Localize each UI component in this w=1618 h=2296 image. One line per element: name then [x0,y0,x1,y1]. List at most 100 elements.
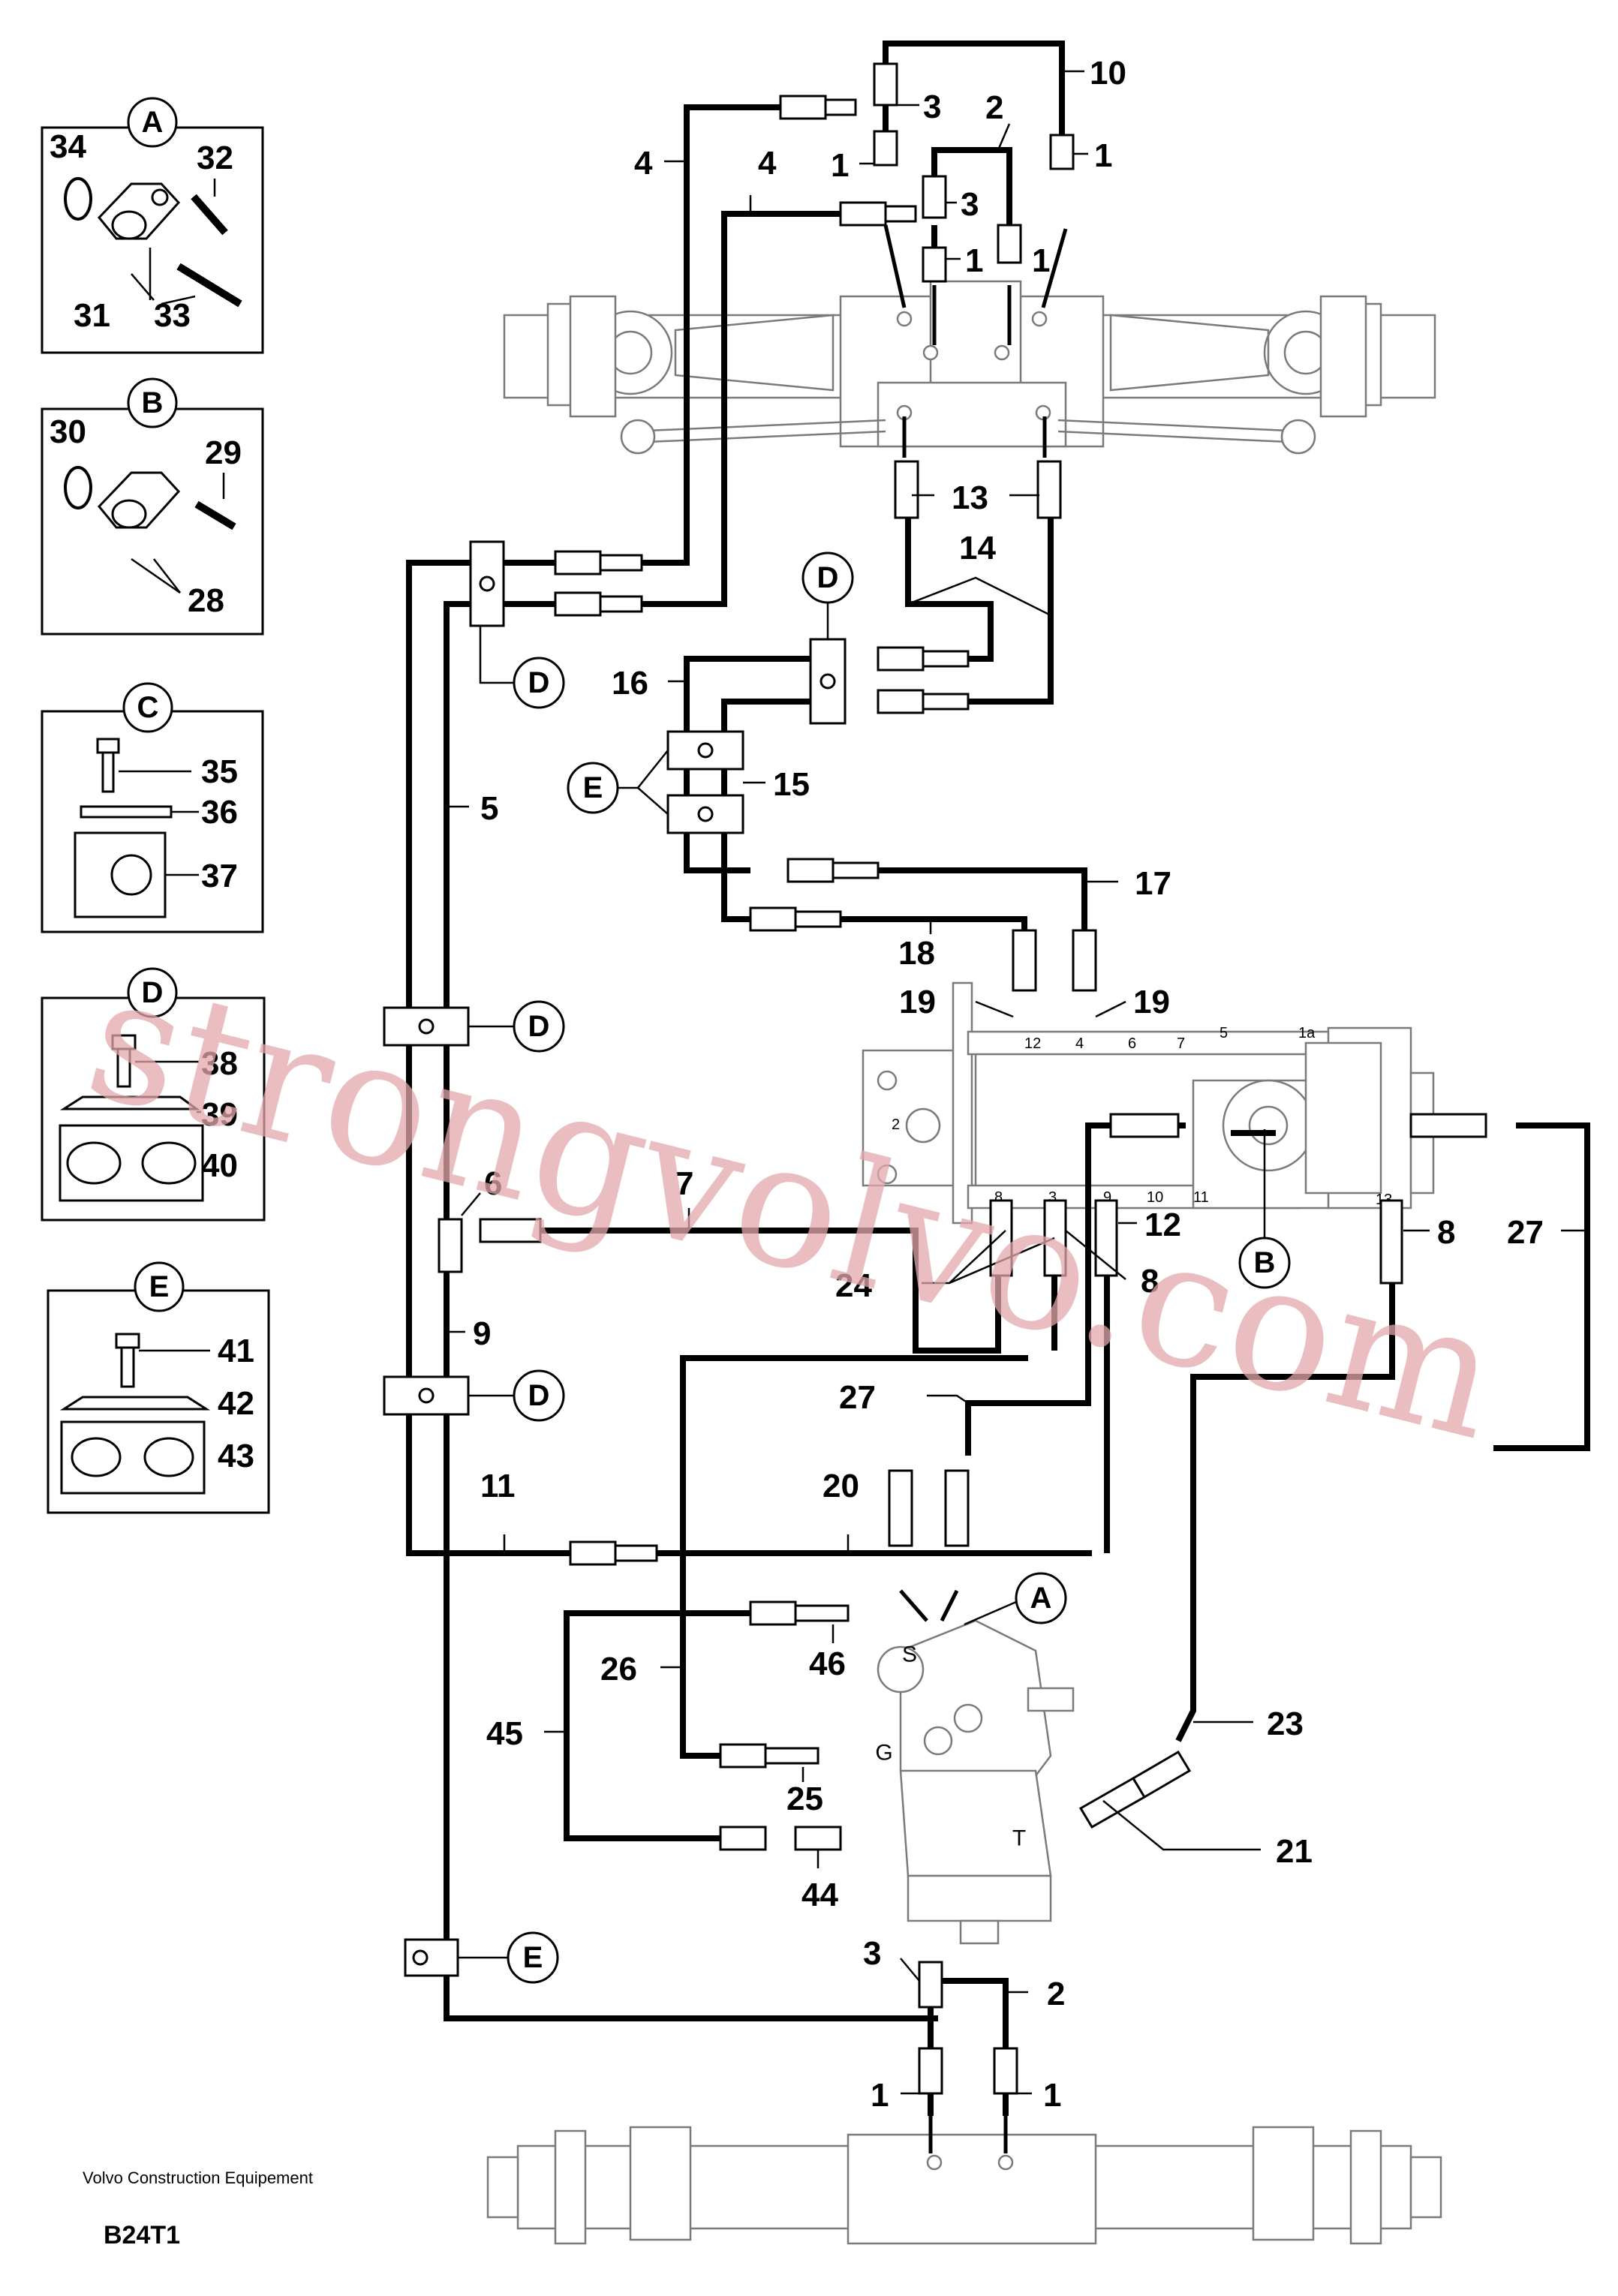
hose-end-icon [888,1469,913,1547]
manufacturer-label: Volvo Construction Equipement [83,2168,313,2187]
part-label: 33 [154,297,191,334]
svg-text:12: 12 [1024,1035,1041,1052]
bolt-icon [176,263,242,308]
hose-coupling-icon [719,1743,767,1769]
part-label: 16 [612,665,648,702]
detail-box-d: D 38 39 40 [41,967,266,1222]
svg-text:9: 9 [1103,1189,1111,1206]
detail-letter-circle [127,97,178,148]
part-label: 18 [898,935,935,972]
part-label: 27 [839,1379,876,1416]
check-valve-icon [794,1826,842,1851]
hose-end-icon [1072,929,1097,992]
part-label: 31 [74,297,110,334]
tee-fitting-icon [438,1218,463,1273]
hose-coupling-icon [1409,1113,1487,1138]
part-label: 4 [758,145,777,182]
drawing-code: B24T1 [104,2221,180,2249]
part-label: 4 [634,145,653,182]
svg-text:G: G [875,1741,892,1766]
part-label: 42 [218,1385,254,1422]
part-label: 38 [201,1045,238,1082]
part-label: 30 [50,413,86,450]
hose-end-icon [1094,1199,1118,1277]
part-label: 1 [965,242,983,279]
callouts: A B D D D D E E [458,551,1291,1984]
part-label: 2 [985,89,1003,126]
part-label: 40 [201,1147,238,1184]
cover-plate-icon [59,1095,200,1110]
part-label: 3 [923,89,941,125]
hose-coupling-icon [1109,1113,1180,1138]
part-label: 27 [1507,1214,1544,1251]
part-label: 37 [201,858,238,894]
hose-coupling-icon [479,1218,542,1243]
hose-end-icon [1036,460,1062,519]
svg-text:5: 5 [1220,1025,1228,1041]
hose-coupling-icon [749,1600,797,1626]
hose-coupling-icon [569,1540,617,1566]
adapter-icon [873,130,898,167]
detail-letter-circle [127,377,178,428]
hose-coupling-icon [877,646,925,672]
o-ring-icon [64,466,92,509]
part-label: 3 [961,186,979,223]
hydraulic-motor: S G T [875,1619,1075,1945]
svg-text:T: T [1012,1826,1026,1851]
svg-text:3: 3 [1048,1189,1057,1206]
hose-end-icon [1379,1199,1403,1285]
hose-coupling-icon [749,906,797,932]
hose-end-icon [1043,1199,1067,1277]
front-axle [503,280,1436,455]
svg-text:1a: 1a [1298,1025,1316,1041]
detail-box-c: C 35 36 37 [41,682,264,933]
svg-text:6: 6 [1128,1035,1136,1052]
svg-text:4: 4 [1075,1035,1084,1052]
part-label: 13 [952,479,988,516]
bolt-icon [194,500,236,530]
part-label: 5 [480,790,498,827]
part-label: 23 [1267,1705,1304,1742]
adapter-icon [997,224,1022,264]
detail-box-e: E 41 42 43 [47,1261,270,1514]
detail-letter: A [142,106,164,139]
part-label: 36 [201,794,238,831]
hose-coupling-icon [839,201,887,227]
part-label: 1 [831,147,849,184]
part-label: 19 [1133,984,1170,1020]
hose-coupling-icon [554,591,602,617]
detail-letter: C [137,691,159,724]
part-label: 17 [1135,865,1171,902]
callout-label: D [817,561,839,594]
hose-end-icon [894,460,919,519]
detail-letter-circle [134,1261,185,1312]
part-label: 1 [1032,242,1050,279]
screw-head-icon [115,1333,140,1349]
part-label: 8 [1141,1263,1159,1300]
tee-fitting-icon [918,1961,943,2009]
cover-plate-icon [59,1396,211,1411]
part-label: 24 [835,1267,872,1304]
tee-fitting-icon [873,62,898,107]
detail-letter-circle [127,967,178,1018]
screw-shank-icon [120,1346,135,1388]
part-label: 12 [1144,1207,1181,1243]
control-valve-block: 12 4 6 7 5 1a 8 3 9 10 11 13 2 [862,981,1435,1225]
part-label: 44 [801,1877,838,1913]
hose-coupling-icon [786,858,835,883]
part-label: 25 [786,1781,823,1817]
hose-coupling-icon [554,550,602,576]
hose-end-icon [944,1469,970,1547]
detail-letter-circle [122,682,173,733]
part-label: 45 [486,1715,523,1752]
detail-letter: D [142,976,164,1009]
callout-label: E [583,771,603,804]
part-label: 7 [675,1165,693,1202]
part-label: 14 [959,530,996,566]
hose-coupling-icon [779,95,827,120]
callout-label: E [523,1941,543,1974]
part-label: 29 [205,434,242,471]
callout-label: A [1030,1582,1052,1615]
part-label: 32 [197,140,233,176]
